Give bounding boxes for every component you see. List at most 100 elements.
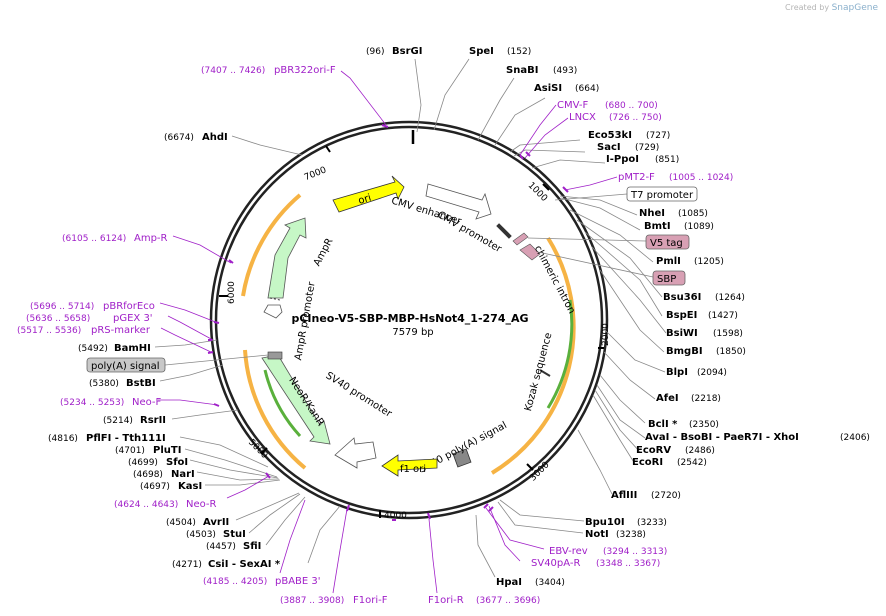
site-rsrii[interactable]: RsrII (140, 415, 166, 426)
sv40-promoter-arrow (334, 437, 377, 469)
svg-text:(1205): (1205) (694, 257, 724, 267)
site-snabi[interactable]: SnaBI (506, 65, 538, 76)
primer-pbabe-3[interactable]: pBABE 3' (275, 576, 321, 587)
primer-pbr322ori-f[interactable]: pBR322ori-F (274, 65, 336, 76)
sbp-box[interactable] (652, 270, 686, 286)
svg-text:(96): (96) (366, 47, 384, 57)
svg-text:(2542): (2542) (677, 458, 707, 468)
enzyme-labels: (96) BsrGI SpeI (152) SnaBI (493) AsiSI … (48, 46, 870, 588)
svg-text:(4185 .. 4205): (4185 .. 4205) (203, 577, 267, 587)
primer-pbrforeco[interactable]: pBRforEco (103, 301, 155, 312)
svg-text:(2406): (2406) (840, 433, 870, 443)
svg-text:(664): (664) (575, 84, 599, 94)
site-bsu36i[interactable]: Bsu36I (663, 292, 701, 303)
svg-text:(6674): (6674) (164, 133, 194, 143)
site-ecorv[interactable]: EcoRV (636, 445, 671, 456)
green-arc-left (263, 369, 302, 438)
site-sfoi[interactable]: SfoI (166, 457, 188, 468)
site-bcli[interactable]: BclI * (648, 419, 678, 430)
site-asisi[interactable]: AsiSI (534, 83, 562, 94)
svg-text:(1598): (1598) (713, 329, 743, 339)
primer-pmt2-f[interactable]: pMT2-F (618, 172, 655, 183)
sbp-small-arrow (519, 243, 541, 261)
site-bsiwi[interactable]: BsiWI (666, 328, 698, 339)
site-bstbi[interactable]: BstBI (126, 378, 156, 389)
v5-tag-box[interactable] (645, 234, 690, 250)
neo-kanr-arrow (261, 354, 331, 445)
svg-text:(1850): (1850) (716, 347, 746, 357)
backbone-inner (214, 125, 604, 515)
site-eco53ki[interactable]: Eco53kI (588, 130, 632, 141)
svg-text:(5492): (5492) (78, 344, 108, 354)
primer-leaders (158, 70, 618, 594)
primer-f1ori-r[interactable]: F1ori-R (428, 595, 464, 606)
site-afei[interactable]: AfeI (656, 393, 679, 404)
primer-cmv-f[interactable]: CMV-F (557, 100, 588, 111)
ori-label: ori (357, 193, 373, 207)
svg-text:(726 .. 750): (726 .. 750) (609, 113, 662, 123)
tick-4000: 4000 (384, 511, 407, 521)
svg-text:(1005 .. 1024): (1005 .. 1024) (669, 173, 733, 183)
site-avrii[interactable]: AvrII (203, 517, 229, 528)
site-blpi[interactable]: BlpI (666, 367, 688, 378)
site-sfii[interactable]: SfiI (243, 541, 261, 552)
site-afliii[interactable]: AflIII (611, 490, 637, 501)
polya-signal-box[interactable] (86, 357, 166, 373)
site-ahdi[interactable]: AhdI (202, 132, 228, 143)
polya-signal-label: poly(A) signal (91, 361, 160, 372)
site-nhei[interactable]: NheI (639, 208, 665, 219)
site-ecori[interactable]: EcoRI (632, 457, 663, 468)
site-i-ppoi[interactable]: I-PpoI (606, 154, 639, 165)
site-bspei[interactable]: BspEI (666, 310, 697, 321)
svg-text:(4698): (4698) (133, 470, 163, 480)
site-pluti[interactable]: PluTI (153, 445, 181, 456)
plasmid-name: pCIneo-V5-SBP-MBP-HsNot4_1-274_AG (291, 312, 528, 325)
svg-text:(1089): (1089) (684, 222, 714, 232)
cmv-enhancer-arrow (425, 183, 492, 220)
svg-text:(3238): (3238) (616, 530, 646, 540)
primer-lncx[interactable]: LNCX (569, 112, 596, 123)
svg-text:(5214): (5214) (103, 416, 133, 426)
svg-text:(4816): (4816) (48, 434, 78, 444)
site-avai-group[interactable]: AvaI - BsoBI - PaeR7I - XhoI (645, 432, 799, 443)
chimeric-intron-marker (496, 223, 512, 239)
orange-arc-left (243, 349, 307, 470)
svg-text:(3233): (3233) (637, 518, 667, 528)
site-bpu10i[interactable]: Bpu10I (585, 517, 625, 528)
primer-f1ori-f[interactable]: F1ori-F (353, 595, 388, 606)
t7-promoter-box[interactable] (626, 186, 698, 202)
green-arc-right (546, 299, 574, 409)
t7-promoter-label: T7 promoter (630, 190, 694, 201)
primer-neo-r[interactable]: Neo-R (186, 499, 217, 510)
primer-amp-r[interactable]: Amp-R (134, 233, 168, 244)
site-nari[interactable]: NarI (171, 469, 195, 480)
site-csii-group[interactable]: CsiI - SexAI * (208, 559, 281, 570)
site-noti[interactable]: NotI (585, 529, 609, 540)
sv40-polya-box (452, 448, 472, 468)
snapgene-brand: SnapGene (831, 3, 878, 13)
site-saci[interactable]: SacI (597, 142, 621, 153)
svg-text:(2486): (2486) (685, 446, 715, 456)
site-stui[interactable]: StuI (223, 529, 246, 540)
site-bmti[interactable]: BmtI (644, 221, 671, 232)
site-kasi[interactable]: KasI (178, 481, 202, 492)
primer-prs-marker[interactable]: pRS-marker (91, 325, 151, 336)
svg-text:(851): (851) (655, 155, 679, 165)
site-pmli[interactable]: PmlI (656, 256, 681, 267)
svg-text:(4624 .. 4643): (4624 .. 4643) (114, 500, 178, 510)
site-pflfi-group[interactable]: PflFI - Tth111I (86, 433, 166, 444)
primer-neo-f[interactable]: Neo-F (132, 397, 162, 408)
primer-pgex-3[interactable]: pGEX 3' (113, 313, 153, 324)
site-bamhi[interactable]: BamHI (114, 343, 151, 354)
primer-ebv-rev[interactable]: EBV-rev (549, 546, 588, 557)
primer-sv40pa-r[interactable]: SV40pA-R (531, 558, 580, 569)
site-bmgbi[interactable]: BmgBI (666, 346, 703, 357)
site-bsrgi[interactable]: BsrGI (392, 46, 422, 57)
v5-tag-label: V5 tag (650, 238, 683, 249)
svg-text:(4271): (4271) (172, 560, 202, 570)
site-spei[interactable]: SpeI (469, 46, 494, 57)
site-hpai[interactable]: HpaI (496, 577, 522, 588)
svg-text:(5234 .. 5253): (5234 .. 5253) (60, 398, 124, 408)
f1-ori-label: f1 ori (400, 464, 426, 475)
svg-text:(3887 .. 3908): (3887 .. 3908) (280, 596, 344, 606)
